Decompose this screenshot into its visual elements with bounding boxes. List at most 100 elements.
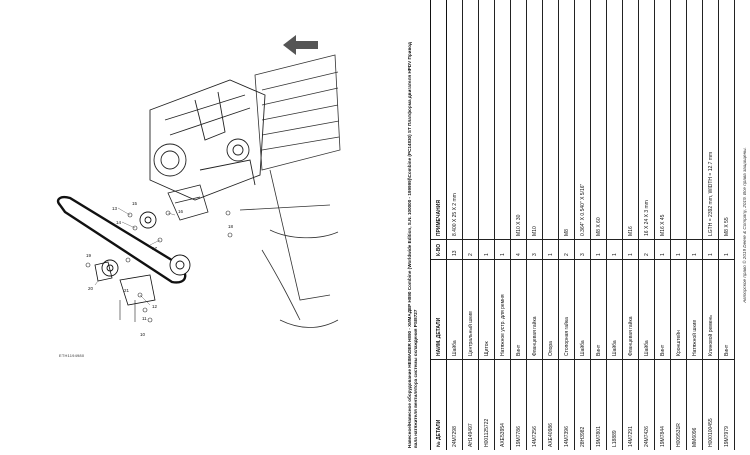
callout-number: 10: [140, 332, 146, 337]
column-header-name: НАИМ. ДЕТАЛИ: [431, 260, 447, 360]
cell-notes: M8 X 60: [591, 0, 607, 240]
cell-part-number: 19M7786: [516, 426, 522, 447]
cell-part-name: Опора: [543, 260, 559, 360]
callout-number: 18: [228, 224, 234, 229]
table-header-row: № ДЕТАЛИ НАИМ. ДЕТАЛИ К-ВО ПРИМЕЧАНИЯ: [431, 0, 447, 450]
column-header-qty: К-ВО: [431, 240, 447, 260]
cell-part-name: Центральный шкив: [463, 260, 479, 360]
cell-part-name: Винт: [655, 260, 671, 360]
cell-part-name: Клиновой ремень: [703, 260, 719, 360]
fasteners: [85, 210, 233, 323]
header-line-2: вала натяжителя вентилятора системы охла…: [413, 309, 418, 448]
cell-part-name: Винт: [511, 260, 527, 360]
cell-part-number: 19M7844: [660, 426, 666, 447]
callout-number: 11: [142, 316, 147, 321]
cell-part-name: Натяжное устр. для ремня: [495, 260, 511, 360]
callout-number: 19: [86, 253, 92, 258]
cell-notes: LGTH = 2392 mm, WIDTH = 12.7 mm: [703, 0, 719, 240]
bracket: [167, 184, 209, 221]
cell-quantity: 1: [607, 240, 623, 260]
cell-notes: M16 X 45: [655, 0, 671, 240]
cell-notes: [463, 0, 479, 240]
cell-quantity: 1: [687, 240, 703, 260]
cell-notes: M16: [623, 0, 639, 240]
diagram-drawing: [56, 35, 341, 328]
cell-part-number: 14M7291: [628, 426, 634, 447]
cell-notes: [607, 0, 623, 240]
cell-quantity: 1: [655, 240, 671, 260]
cell-part-number: 24M7426: [644, 426, 650, 447]
cell-part-name: Щиток: [479, 260, 495, 360]
copyright-notice: Авторское право © 2019 Deere & Company, …: [742, 147, 747, 303]
cell-part-number: AH149497: [468, 423, 474, 447]
cell-notes: 16 X 24 X 3 mm: [639, 0, 655, 240]
callout-number: 17: [152, 246, 158, 251]
cell-part-name: Шайба: [575, 260, 591, 360]
cell-part-name: Винт: [719, 260, 735, 360]
parts-page-rotated: Навесное\Навесное оборудование HEIMADER …: [400, 0, 750, 450]
cell-part-name: Винт: [591, 260, 607, 360]
cell-notes: M8: [559, 0, 575, 240]
cell-part-name: Кронштейн: [671, 260, 687, 360]
cell-part-number: H009531R: [676, 423, 682, 447]
cell-quantity: 2: [639, 240, 655, 260]
callout-number: 15: [132, 201, 138, 206]
cell-quantity: 1: [703, 240, 719, 260]
cell-part-number: AXE40986: [548, 423, 554, 447]
cell-part-number: 14M7396: [564, 426, 570, 447]
callout-number: 20: [88, 286, 94, 291]
cell-notes: [495, 0, 511, 240]
cell-quantity: 3: [575, 240, 591, 260]
cell-part-number: H001125722: [484, 418, 490, 447]
cell-part-number: H000100455: [708, 418, 714, 447]
direction-arrow-icon: [283, 35, 318, 55]
cell-part-name: Натяжной шкив: [687, 260, 703, 360]
cell-part-number: 28H3982: [580, 426, 586, 447]
cell-quantity: 3: [527, 240, 543, 260]
cell-quantity: 2: [559, 240, 575, 260]
cell-part-name: Фланцевая гайка: [623, 260, 639, 360]
column-header-part: № ДЕТАЛИ: [436, 419, 442, 447]
diagram-code: ETH1194980: [59, 353, 85, 358]
cell-part-name: Фланцевая гайка: [527, 260, 543, 360]
cell-notes: [687, 0, 703, 240]
cell-part-number: 24M7298: [452, 426, 458, 447]
cell-quantity: 13: [447, 240, 463, 260]
cell-quantity: 1: [671, 240, 687, 260]
cell-part-name: Шайба: [447, 260, 463, 360]
cell-part-number: 19M7801: [596, 426, 602, 447]
cell-notes: 8.400 X 25 X 2 mm: [447, 0, 463, 240]
callout-number: 13: [112, 206, 118, 211]
cell-part-number: L18889: [612, 430, 618, 447]
callout-number: 12: [152, 304, 158, 309]
cell-notes: [543, 0, 559, 240]
exploded-diagram: 13 14 15 16 17 18 19 20 21 12 11 10 ETH1…: [0, 0, 350, 450]
cell-notes: [671, 0, 687, 240]
column-header-notes: ПРИМЕЧАНИЯ: [431, 0, 447, 240]
cell-quantity: 1: [543, 240, 559, 260]
machine-frame: [239, 54, 341, 328]
cell-quantity: 2: [463, 240, 479, 260]
cell-quantity: 1: [623, 240, 639, 260]
cell-notes: [479, 0, 495, 240]
cell-quantity: 1: [719, 240, 735, 260]
cell-part-number: AXE53954: [500, 423, 506, 447]
engine-block: [149, 79, 266, 201]
cell-quantity: 1: [479, 240, 495, 260]
